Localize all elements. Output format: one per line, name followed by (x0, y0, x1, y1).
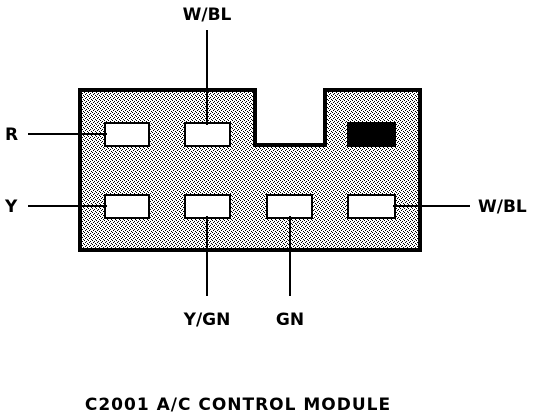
cavity-top-2 (184, 122, 231, 147)
label-bottom-gn: GN (276, 310, 304, 330)
cavity-top-4-blocked (347, 122, 396, 147)
label-left-r: R (5, 125, 18, 145)
label-right-wbl: W/BL (478, 197, 527, 217)
diagram-caption: C2001 A/C CONTROL MODULE (85, 395, 391, 415)
cavity-bottom-3 (266, 194, 313, 219)
cavity-bottom-2 (184, 194, 231, 219)
label-bottom-ygn: Y/GN (183, 310, 231, 330)
cavity-bottom-1 (104, 194, 150, 219)
connector-body (78, 88, 422, 252)
label-top-wbl: W/BL (183, 5, 232, 25)
cavity-top-1 (104, 122, 150, 147)
label-left-y: Y (4, 197, 18, 217)
cavity-bottom-4 (347, 194, 396, 219)
